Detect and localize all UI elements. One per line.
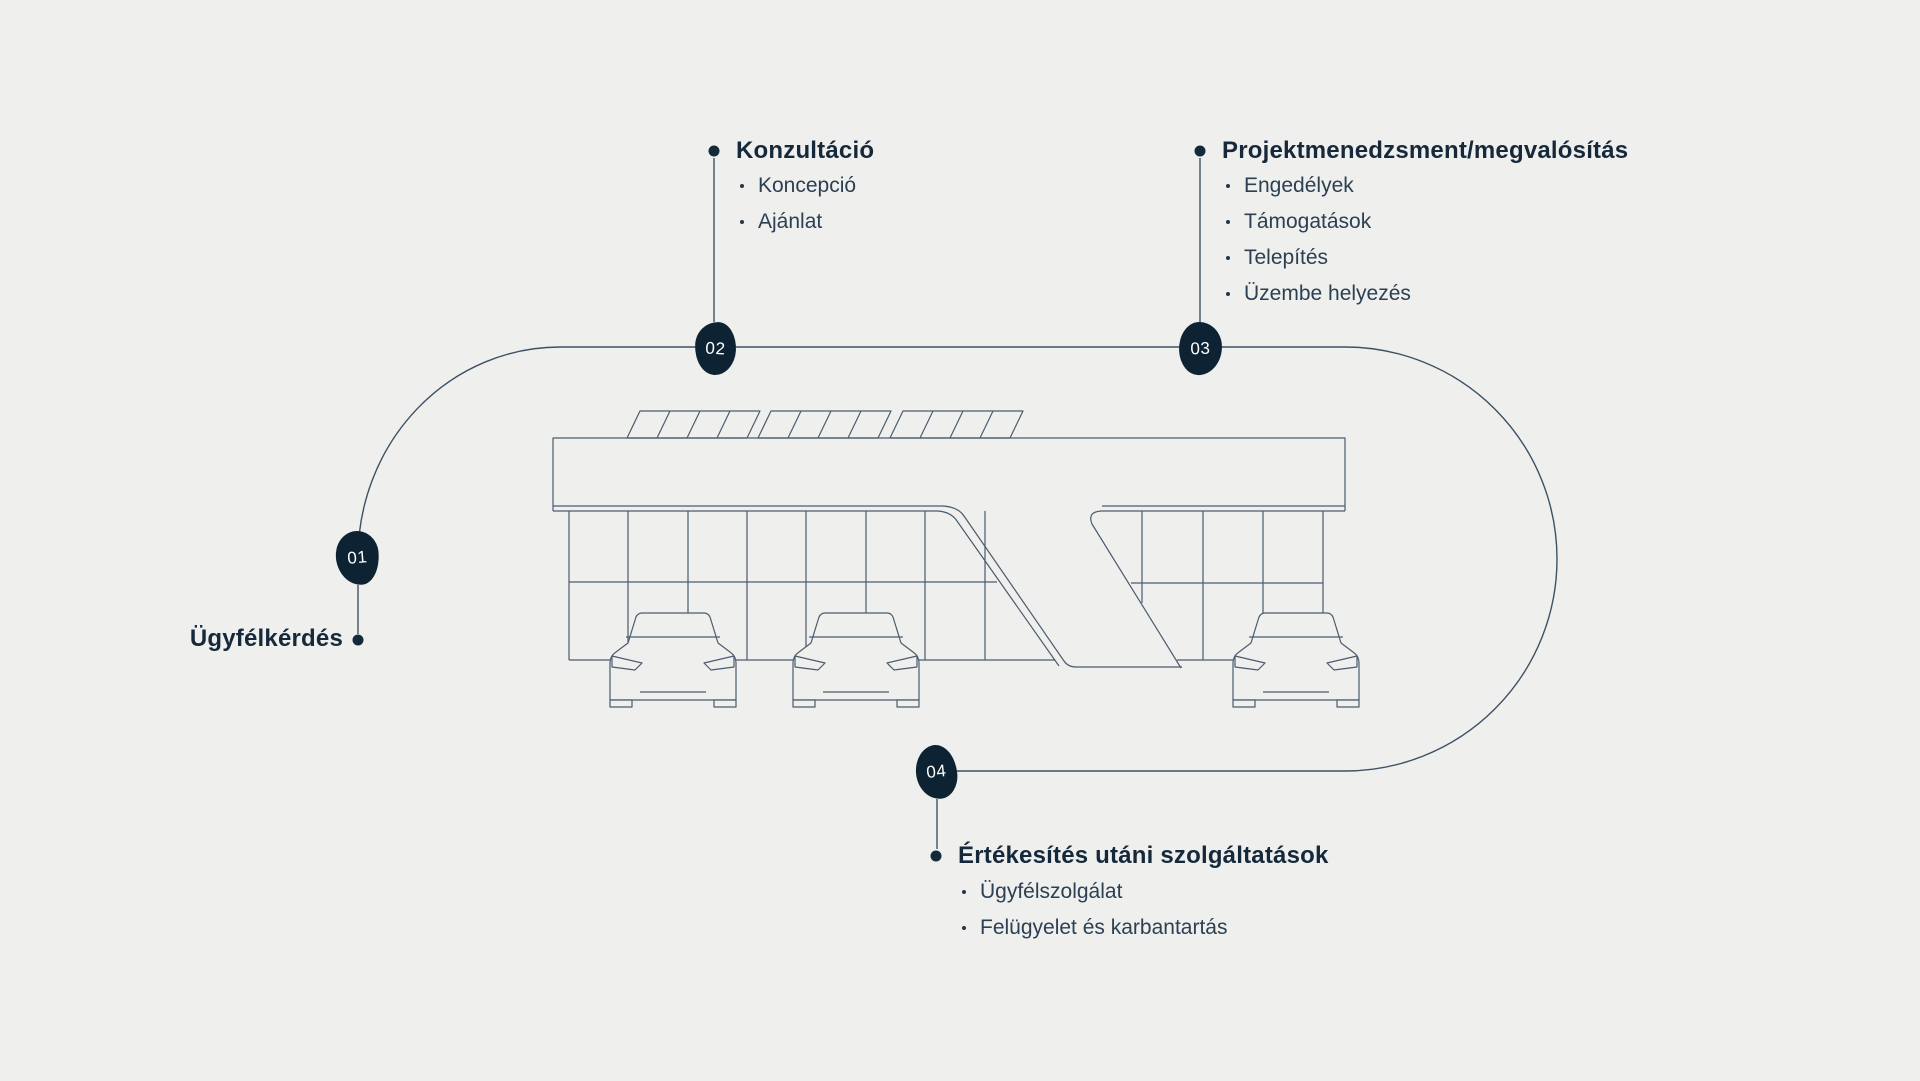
roof-canopy	[552, 437, 1346, 669]
step-title-ertekesites: Értékesítés utáni szolgáltatások	[958, 842, 1329, 869]
building-illustration-icon	[552, 410, 1360, 708]
step-items-konzultacio: Koncepció Ajánlat	[740, 168, 856, 240]
dot-step-01	[352, 634, 364, 646]
list-item: Üzembe helyezés	[1226, 276, 1411, 312]
list-item-label: Üzembe helyezés	[1244, 282, 1411, 305]
list-item-label: Felügyelet és karbantartás	[980, 916, 1228, 939]
dot-step-04	[930, 850, 942, 862]
step-label-ugyfelkerdes: Ügyfélkérdés	[189, 625, 343, 652]
bullet-dot-icon	[740, 184, 744, 188]
list-item: Támogatások	[1226, 204, 1411, 240]
list-item: Koncepció	[740, 168, 856, 204]
list-item: Telepítés	[1226, 240, 1411, 276]
bullet-dot-icon	[962, 926, 966, 930]
list-item: Felügyelet és karbantartás	[962, 910, 1227, 946]
bullet-dot-icon	[1226, 292, 1230, 296]
dot-step-03	[1194, 145, 1206, 157]
car-icon	[1232, 612, 1360, 708]
list-item-label: Telepítés	[1244, 246, 1329, 269]
list-item-label: Ajánlat	[758, 210, 823, 233]
step-title-projektmenedzsment: Projektmenedzsment/megvalósítás	[1222, 137, 1629, 164]
step-items-projektmenedzsment: Engedélyek Támogatások Telepítés Üzembe …	[1226, 168, 1411, 312]
list-item: Engedélyek	[1226, 168, 1411, 204]
loop-path-icon	[357, 346, 1558, 772]
dot-step-02	[708, 145, 720, 157]
list-item-label: Engedélyek	[1244, 174, 1354, 197]
bullet-dot-icon	[740, 220, 744, 224]
car-icon	[792, 612, 920, 708]
bullet-dot-icon	[1226, 220, 1230, 224]
step-items-ertekesites: Ügyfélszolgálat Felügyelet és karbantart…	[962, 874, 1227, 946]
bullet-dot-icon	[1226, 256, 1230, 260]
list-item: Ügyfélszolgálat	[962, 874, 1227, 910]
list-item-label: Koncepció	[758, 174, 857, 197]
list-item-label: Ügyfélszolgálat	[980, 880, 1123, 903]
connector-lines	[357, 158, 1201, 849]
bullet-dot-icon	[1226, 184, 1230, 188]
step-title-konzultacio: Konzultáció	[736, 137, 875, 164]
bullet-dot-icon	[962, 890, 966, 894]
solar-panels-icon	[626, 410, 1024, 439]
list-item-label: Támogatások	[1244, 210, 1372, 233]
list-item: Ajánlat	[740, 204, 856, 240]
car-icon	[609, 612, 737, 708]
label-dots	[352, 145, 1206, 862]
